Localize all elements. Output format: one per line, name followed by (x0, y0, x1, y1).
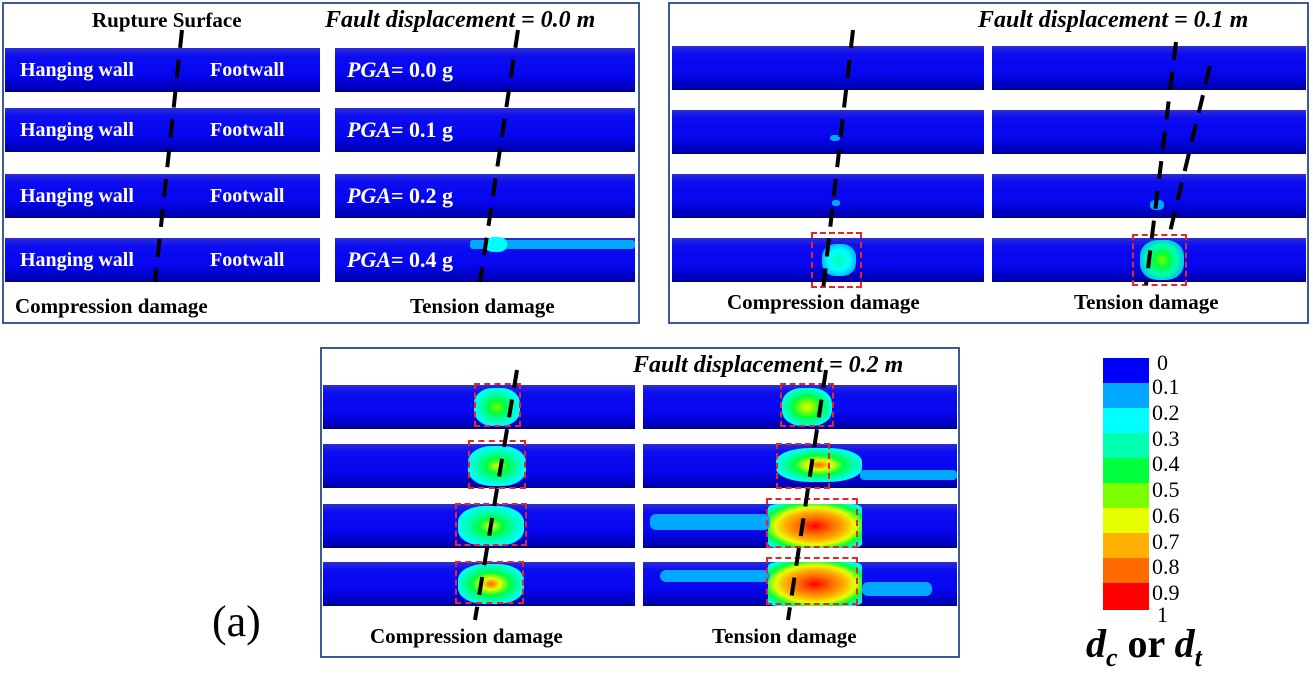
footwall-label: Footwall (210, 119, 285, 141)
compression-damage-caption: Compression damage (727, 290, 920, 314)
colorbar-cell (1103, 358, 1149, 383)
highlight-box (468, 440, 526, 489)
tension-damage-caption: Tension damage (410, 294, 555, 318)
tension-damage-caption: Tension damage (712, 624, 857, 648)
panel-2-title: Fault displacement = 0.1 m (978, 7, 1249, 33)
highlight-box (811, 232, 862, 288)
damage-spot (832, 200, 840, 206)
hanging-wall-label: Hanging wall (20, 249, 134, 271)
compression-strip (672, 46, 984, 90)
colorbar-cell (1103, 433, 1149, 458)
highlight-box (474, 383, 521, 427)
colorbar-tick: 0.6 (1152, 503, 1180, 528)
colorbar-cell (1103, 583, 1149, 610)
colorbar-cell (1103, 558, 1149, 583)
footwall-label: Footwall (210, 59, 285, 81)
colorbar-tick: 0 (1157, 350, 1168, 375)
highlight-box (766, 557, 858, 605)
footwall-label: Footwall (210, 249, 285, 271)
pga-label: PGA= 0.1 g (347, 117, 454, 142)
hanging-wall-label: Hanging wall (20, 59, 134, 81)
damage-spot (830, 135, 840, 141)
tension-damage-caption: Tension damage (1074, 290, 1219, 314)
colorbar-tick: 1 (1157, 602, 1168, 627)
pga-label: PGA= 0.4 g (347, 247, 454, 272)
pga-label: PGA= 0.0 g (347, 57, 454, 82)
tension-damage-band (860, 470, 957, 480)
tension-damage-spot (485, 237, 507, 252)
footwall-label: Footwall (210, 185, 285, 207)
colorbar-tick: 0.8 (1152, 554, 1180, 579)
hanging-wall-label: Hanging wall (20, 119, 134, 141)
colorbar-cell (1103, 508, 1149, 533)
highlight-box (1132, 234, 1187, 286)
colorbar-tick: 0.7 (1152, 529, 1180, 554)
pga-label: PGA= 0.2 g (347, 183, 454, 208)
tension-damage-band (660, 570, 770, 582)
highlight-box (455, 561, 524, 604)
highlight-box (780, 383, 834, 427)
tension-damage-band (862, 582, 932, 596)
compression-damage-caption: Compression damage (15, 294, 208, 318)
colorbar-cell (1103, 483, 1149, 508)
colorbar-tick: 0.1 (1152, 374, 1180, 399)
panel-3-title: Fault displacement = 0.2 m (633, 352, 904, 378)
hanging-wall-label: Hanging wall (20, 185, 134, 207)
tension-damage-band (470, 240, 635, 249)
panel-1-title: Fault displacement = 0.0 m (325, 7, 596, 33)
tension-damage-band (650, 514, 770, 530)
colorbar-cell (1103, 533, 1149, 558)
colorbar-tick: 0.9 (1152, 580, 1180, 605)
colorbar-tick: 0.4 (1152, 451, 1180, 476)
highlight-box (776, 443, 830, 489)
colorbar-tick: 0.3 (1152, 426, 1180, 451)
compression-strip (672, 174, 984, 218)
panel-label: (a) (212, 597, 261, 646)
colorbar-cell (1103, 383, 1149, 408)
compression-strip (672, 110, 984, 154)
colorbar-cell (1103, 458, 1149, 483)
rupture-surface-label: Rupture Surface (92, 8, 242, 32)
tension-strip (992, 174, 1306, 218)
tension-strip (992, 110, 1306, 154)
compression-damage-caption: Compression damage (370, 624, 563, 648)
highlight-box (455, 503, 527, 546)
colorbar-title: dc or dt (1086, 621, 1202, 673)
colorbar-tick: 0.2 (1152, 400, 1180, 425)
highlight-box (766, 498, 858, 548)
tension-strip (992, 46, 1306, 90)
colorbar-tick: 0.5 (1152, 477, 1180, 502)
damage-spot (1150, 200, 1164, 210)
colorbar-cell (1103, 408, 1149, 433)
